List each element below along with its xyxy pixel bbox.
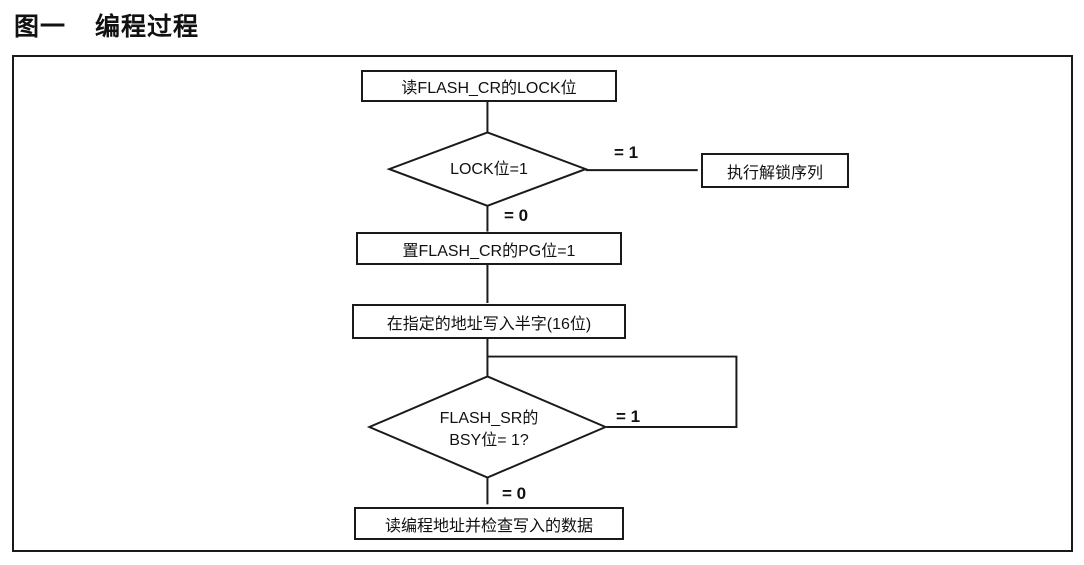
process-write-halfword-label: 在指定的地址写入半字(16位)	[386, 315, 592, 333]
decision-lock: LOCK位=1	[390, 133, 588, 207]
decision-bsy-label-line2: BSY位= 1?	[449, 432, 529, 449]
decision-lock-shape	[386, 131, 589, 207]
process-unlock-label: 执行解锁序列	[726, 164, 823, 182]
process-read-lock-label: 读FLASH_CR的LOCK位	[401, 80, 577, 97]
connector-bsy-loop	[487, 355, 738, 428]
decision-bsy: FLASH_SR的 BSY位= 1?	[370, 379, 608, 481]
decision-bsy-shape	[366, 375, 609, 479]
process-verify-label: 读编程地址并检查写入的数据	[384, 517, 593, 535]
process-read-lock: 读FLASH_CR的LOCK位	[361, 70, 617, 102]
process-unlock: 执行解锁序列	[701, 153, 849, 188]
figure-label: 图一	[14, 13, 67, 41]
figure-name: 编程过程	[95, 13, 200, 41]
process-set-pg: 置FLASH_CR的PG位=1	[356, 232, 622, 265]
figure-title: 图一 编程过程	[14, 7, 199, 43]
process-verify: 读编程地址并检查写入的数据	[354, 507, 624, 540]
decision-lock-label: LOCK位=1	[450, 161, 528, 178]
flowchart-connector-layer	[366, 101, 738, 505]
flowchart-panel: 读FLASH_CR的LOCK位 LOCK位=1 执行解锁序列 置FLASH_CR…	[12, 55, 1073, 552]
decision-bsy-label-line1: FLASH_SR的	[439, 410, 539, 427]
edge-label-bsy-eq1: = 1	[616, 407, 641, 426]
edge-label-lock-eq1: = 1	[614, 143, 639, 162]
process-write-halfword: 在指定的地址写入半字(16位)	[352, 304, 626, 339]
edge-label-lock-eq0: = 0	[504, 206, 529, 225]
edge-label-bsy-eq0: = 0	[502, 484, 527, 503]
process-set-pg-label: 置FLASH_CR的PG位=1	[402, 242, 576, 260]
